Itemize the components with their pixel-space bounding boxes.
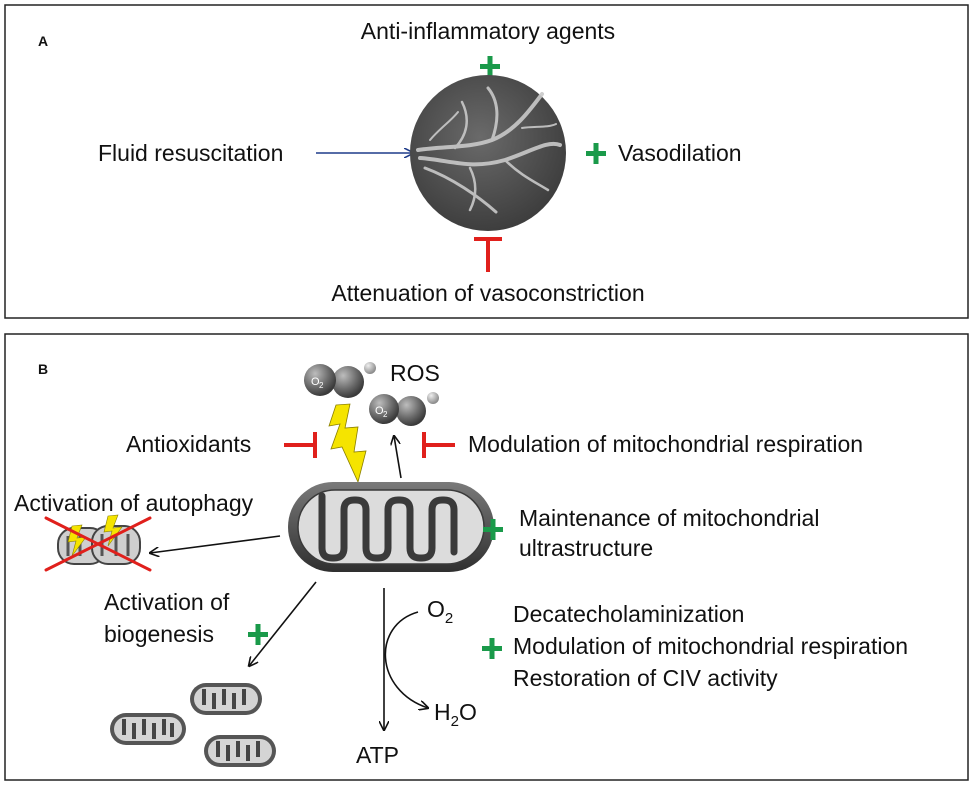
- svg-text:O: O: [375, 405, 384, 417]
- mitochondrion-icon: [288, 482, 494, 572]
- modulation-top-label: Modulation of mitochondrial respiration: [468, 431, 863, 457]
- vasoconstriction-inhibit-icon: [474, 237, 502, 272]
- svg-text:O: O: [311, 376, 320, 388]
- autophagy-label: Activation of autophagy: [14, 490, 254, 516]
- biogenesis-label-line2: biogenesis: [104, 621, 214, 647]
- svg-text:2: 2: [319, 381, 324, 390]
- anti-inflammatory-label: Anti-inflammatory agents: [361, 18, 615, 44]
- vasodilation-label: Vasodilation: [618, 140, 742, 166]
- ros-label: ROS: [390, 360, 440, 386]
- new-mitochondria-icon: [110, 683, 276, 767]
- o2-molecule-1-icon: O 2: [304, 362, 376, 398]
- right-list-plus-icon: [482, 638, 502, 659]
- lightning-bolt-icon: [328, 403, 367, 484]
- maintenance-label-line1: Maintenance of mitochondrial: [519, 505, 819, 531]
- biogenesis-plus-icon: [248, 624, 268, 645]
- right-list-item-1: Decatecholaminization: [513, 601, 744, 627]
- microcirculation-vessel-icon: [410, 75, 566, 231]
- vasodilation-plus-icon: [586, 143, 606, 164]
- panel-b-letter: B: [38, 361, 48, 377]
- antioxidants-inhibit-icon: [284, 432, 317, 458]
- ros-production-arrow-icon: [394, 436, 402, 479]
- maintenance-plus-icon: [483, 519, 503, 540]
- o2-reactant-label: O2: [427, 596, 453, 627]
- cross-out-icon: [44, 516, 152, 572]
- anti-inflammatory-plus-icon: [480, 56, 500, 77]
- fluid-resuscitation-label: Fluid resuscitation: [98, 140, 283, 166]
- svg-text:2: 2: [383, 410, 388, 419]
- right-list-item-2: Modulation of mitochondrial respiration: [513, 633, 908, 659]
- right-list-item-3: Restoration of CIV activity: [513, 665, 778, 691]
- panel-a: A Anti-inflammatory agents Fluid resusci…: [4, 4, 969, 319]
- attenuation-label: Attenuation of vasoconstriction: [331, 280, 644, 306]
- panel-b: B O 2 ROS O 2 Antioxidants M: [4, 333, 969, 781]
- o2-to-h2o-curve-icon: [384, 611, 428, 708]
- h2o-product-label: H2O: [434, 699, 477, 730]
- atp-label: ATP: [356, 742, 399, 768]
- autophagy-arrow-icon: [150, 535, 281, 553]
- biogenesis-label-line1: Activation of: [104, 589, 230, 615]
- panel-b-frame: [4, 333, 969, 781]
- maintenance-label-line2: ultrastructure: [519, 535, 653, 561]
- o2-molecule-2-icon: O 2: [369, 392, 439, 426]
- modulation-inhibit-icon: [422, 432, 455, 458]
- biogenesis-arrow-icon: [249, 581, 317, 666]
- panel-a-frame: [4, 4, 969, 319]
- damaged-mitochondria-icon: [57, 514, 141, 565]
- antioxidants-label: Antioxidants: [126, 431, 251, 457]
- panel-a-letter: A: [38, 33, 48, 49]
